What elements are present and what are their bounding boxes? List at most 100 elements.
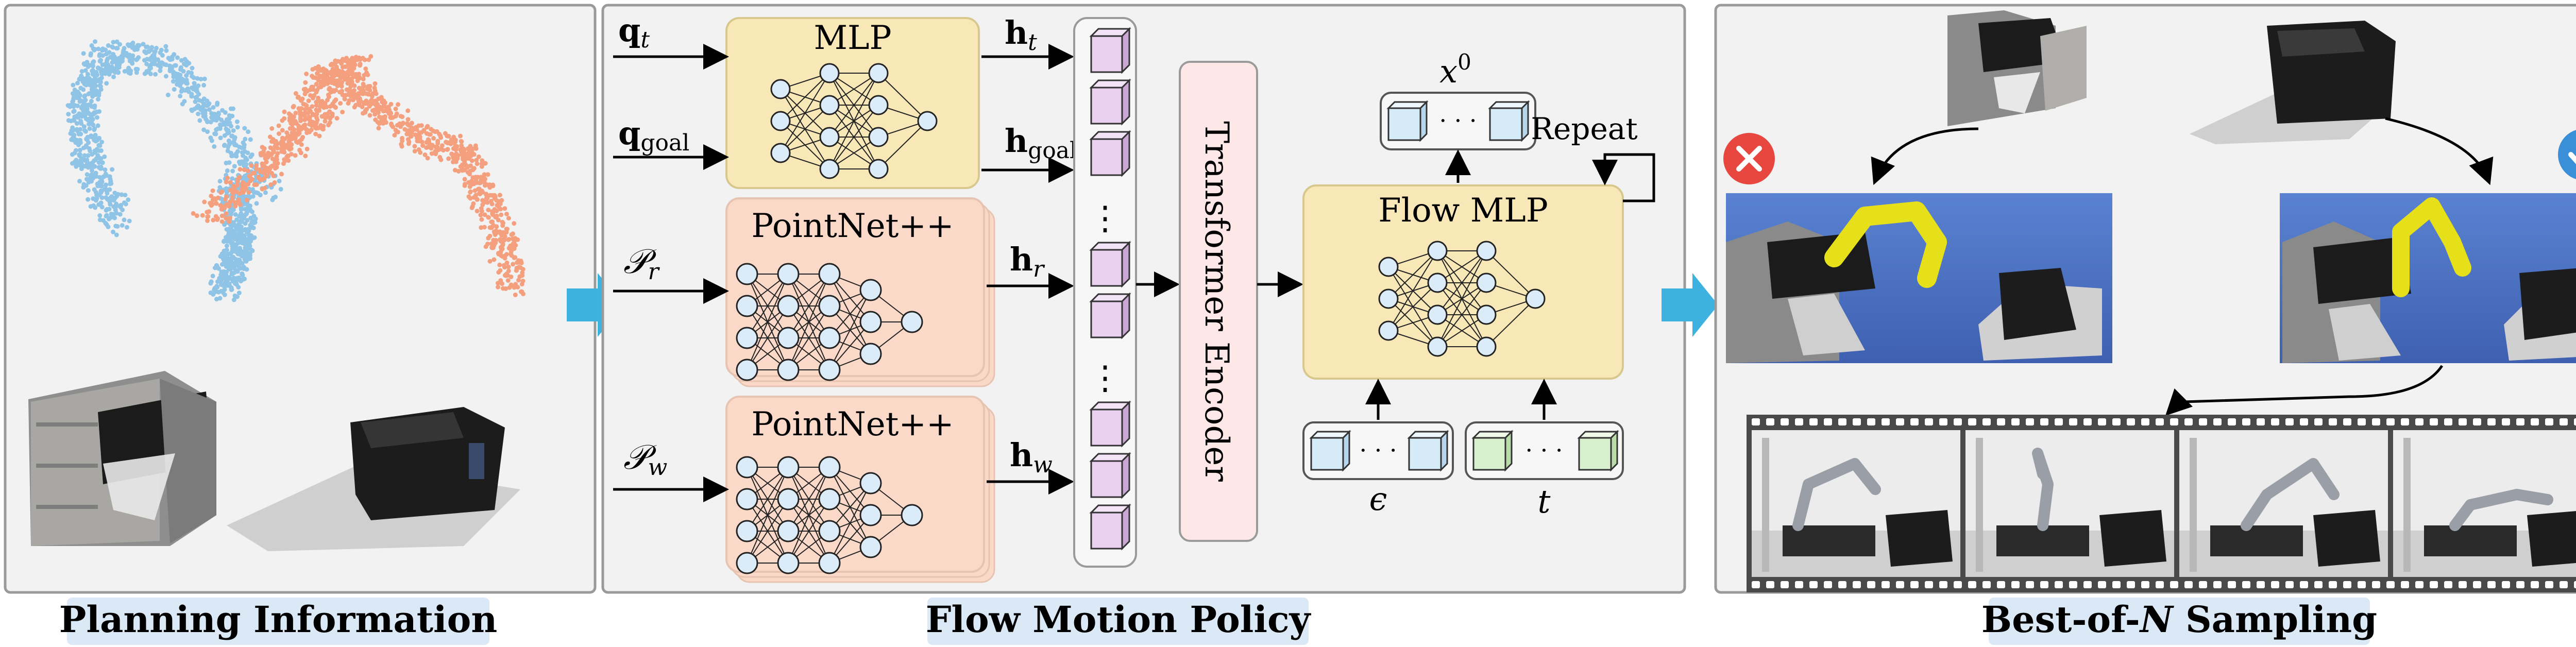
output-h-t: ht (1005, 14, 1037, 56)
flow-motion-policy-panel: MLP PointNet++ PointNet++ qt qgoal 𝒫r 𝒫w… (601, 4, 1686, 645)
pointnet-r-node (777, 359, 800, 381)
pointnet-r-node (818, 263, 841, 285)
pointnet-r-node (818, 327, 841, 349)
drawer-point-cloud (28, 371, 216, 546)
check-icon (2558, 130, 2576, 179)
mlp-node (868, 127, 889, 147)
close-icon (1723, 133, 1775, 184)
x0-label: x0 (1439, 49, 1471, 90)
pointnet-w-node (736, 552, 758, 574)
cube (1472, 437, 1506, 471)
cube (1387, 107, 1421, 141)
sim-image-failed (1726, 193, 2112, 363)
flow-mlp-node (1476, 304, 1497, 325)
drawer-scene-image (1947, 10, 2087, 126)
basket-scene-image (2190, 21, 2396, 144)
flow-mlp-network (1378, 241, 1546, 357)
pointnet-r-node (859, 343, 882, 365)
t-dots: · · · (1525, 436, 1563, 464)
token-cube (1090, 408, 1123, 447)
flow-mlp-node (1378, 288, 1399, 309)
pointnet-w-node (818, 552, 841, 574)
pointnet-r-node (736, 263, 758, 285)
best-of-n-caption: Best-of-N Sampling (1981, 598, 2377, 641)
cube (1408, 437, 1442, 471)
pointnet-w-node (736, 520, 758, 542)
pointnet-w-node (736, 488, 758, 510)
mlp-node (819, 63, 840, 83)
epsilon-cubes (1309, 430, 1449, 472)
token-cube (1090, 138, 1123, 176)
flow-mlp-node (1476, 336, 1497, 357)
input-q-t: qt (618, 11, 650, 53)
pointnet-r-node (736, 295, 758, 317)
output-h-goal: hgoal (1005, 122, 1077, 164)
flow-mlp-node (1378, 257, 1399, 277)
repeat-loop-arrow (1592, 153, 1655, 202)
epsilon-dots: · · · (1359, 436, 1397, 464)
mlp-node (868, 95, 889, 115)
pointnet-w-node (818, 520, 841, 542)
cube (1489, 107, 1523, 141)
pointnet-w-node (901, 504, 923, 526)
pointnet-r-node (777, 327, 800, 349)
pointnet-w-node (859, 536, 882, 558)
flow-motion-policy-caption: Flow Motion Policy (926, 598, 1312, 641)
pointnet-r-node (818, 359, 841, 381)
pointnet-w-node (818, 488, 841, 510)
planning-information-panel: Planning Information (4, 4, 597, 645)
mlp-label: MLP (814, 19, 891, 57)
planning-information-caption: Planning Information (59, 598, 497, 641)
mlp-node (819, 127, 840, 147)
pointnet-r-node (736, 327, 758, 349)
pointnet-r-node (777, 295, 800, 317)
token-cube (1090, 35, 1123, 73)
pointnet-w-node (777, 488, 800, 510)
pointnet-network-r (736, 263, 923, 381)
pointnet-w-node (777, 456, 800, 479)
token-vdots-2: ⋮ (1089, 359, 1122, 397)
pointnet-network-w (736, 456, 923, 574)
mlp-node (770, 111, 791, 131)
x0-dots: · · · (1439, 107, 1477, 134)
output-h-w: hw (1010, 436, 1053, 478)
epsilon-label: ϵ (1369, 480, 1387, 518)
flow-mlp-label: Flow MLP (1378, 192, 1548, 230)
flow-mlp-node (1427, 304, 1448, 325)
flow-mlp-node (1378, 320, 1399, 341)
mlp-node (770, 143, 791, 163)
input-q-goal: qgoal (618, 114, 689, 156)
pointnet-w-node (736, 456, 758, 479)
repeat-label: Repeat (1531, 111, 1637, 146)
pointnet-r-node (859, 279, 882, 301)
robot-point-cloud (65, 39, 526, 302)
flow-mlp-node (1476, 273, 1497, 293)
best-of-n-sampling-panel: Best-of-N Sampling (1714, 4, 2576, 645)
pointnet-r-node (736, 359, 758, 381)
real-robot-filmstrip (1747, 415, 2576, 592)
cube (1310, 437, 1344, 471)
mlp-node (819, 159, 840, 179)
pointnet-r-node (901, 311, 923, 333)
pointnet-w-node (818, 456, 841, 479)
token-cube (1090, 87, 1123, 125)
t-cubes (1471, 430, 1619, 472)
token-stack (1089, 27, 1131, 551)
token-cube (1090, 300, 1123, 338)
mlp-node (868, 159, 889, 179)
x0-cubes (1386, 100, 1530, 142)
pointnet-label-r: PointNet++ (751, 207, 954, 245)
sim-image-success (2280, 193, 2576, 363)
pointnet-label-w: PointNet++ (751, 405, 954, 444)
mlp-node (868, 63, 889, 83)
flow-mlp-node (1427, 336, 1448, 357)
pointnet-w-node (777, 520, 800, 542)
cube (1578, 437, 1612, 471)
flow-mlp-node (1427, 273, 1448, 293)
pointnet-r-node (777, 263, 800, 285)
output-h-r: hr (1010, 241, 1045, 282)
transformer-encoder-block (1179, 61, 1258, 542)
token-vdots-1: ⋮ (1089, 199, 1122, 237)
pointnet-w-node (859, 472, 882, 495)
